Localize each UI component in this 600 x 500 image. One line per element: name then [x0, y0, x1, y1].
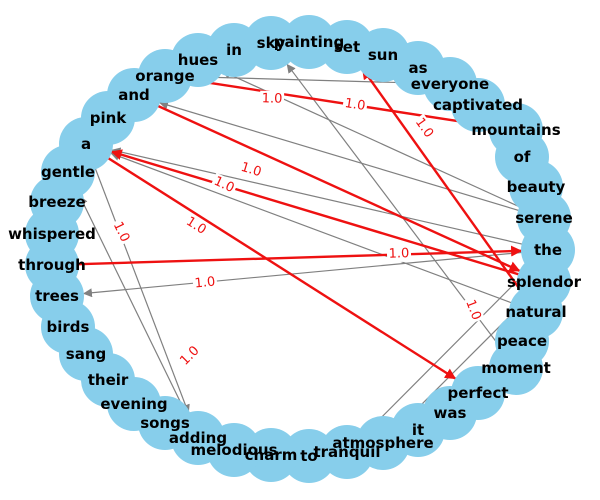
node-label-breeze: breeze: [28, 193, 85, 211]
node-label-set: set: [334, 38, 360, 56]
node-label-and: and: [118, 86, 150, 104]
edge-weight-label: 1.0: [461, 295, 485, 325]
node-labels: thesplendornaturalpeacemomentperfectwasi…: [8, 33, 582, 465]
edge-weight-text: 1.0: [194, 275, 216, 292]
edge-splendor-to-a: [110, 149, 539, 282]
edge-through-to-the: [57, 245, 523, 267]
node-label-pink: pink: [90, 109, 128, 127]
node-label-everyone: everyone: [411, 75, 489, 93]
node-label-charm: charm: [245, 446, 298, 464]
edge-weight-text: 1.0: [261, 91, 282, 107]
edge-weight-text: 1.0: [344, 96, 367, 114]
node-label-to: to: [300, 447, 317, 465]
edge-weight-label: 1.0: [108, 217, 134, 247]
edge-weight-label: 1.0: [341, 95, 369, 115]
node-label-orange: orange: [135, 67, 194, 85]
node-label-it: it: [412, 421, 424, 439]
node-label-atmosphere: atmosphere: [332, 434, 433, 452]
edge-weight-label: 1.0: [386, 245, 412, 263]
node-label-sky: sky: [257, 34, 286, 52]
node-label-through: through: [18, 256, 86, 274]
edge-the-to-a: [111, 147, 543, 250]
node-label-perfect: perfect: [447, 384, 508, 402]
node-label-songs: songs: [140, 414, 190, 432]
node-label-birds: birds: [47, 318, 90, 336]
node-label-natural: natural: [505, 303, 566, 321]
edge-weight-text: 1.0: [412, 115, 436, 141]
node-label-as: as: [408, 59, 427, 77]
node-label-moment: moment: [481, 359, 551, 377]
edge-serene-to-and: [158, 100, 539, 217]
edge-weight-label-bg: [237, 158, 265, 182]
edge-weight-label-bg: [209, 172, 239, 198]
edge-weight-label-bg: [175, 341, 205, 371]
node-label-captivated: captivated: [433, 96, 523, 114]
edge-orange-to-mountains: [170, 75, 491, 130]
node-label-tranquil: tranquil: [313, 443, 380, 461]
node-label-mountains: mountains: [471, 121, 560, 139]
edge-weight-text: 1.0: [177, 343, 202, 368]
node-label-evening: evening: [100, 395, 167, 413]
node-label-was: was: [434, 404, 467, 422]
node-label-hues: hues: [178, 51, 219, 69]
edge-weight-text: 1.0: [388, 246, 409, 262]
node-label-their: their: [88, 371, 129, 389]
edge-weight-label: 1.0: [175, 341, 205, 371]
edge-natural-to-set: [361, 68, 534, 308]
node-label-of: of: [514, 148, 531, 166]
node-label-painting: painting: [274, 33, 344, 51]
edge-weight-text: 1.0: [462, 298, 483, 323]
edge-weight-label: 1.0: [259, 90, 285, 108]
node-label-sang: sang: [66, 345, 106, 363]
node-label-a: a: [81, 135, 91, 153]
node-serene: [517, 191, 571, 245]
node-label-peace: peace: [497, 332, 547, 350]
nodes-layer: thesplendornaturalpeacemomentperfectwasi…: [8, 15, 582, 483]
edge-weight-label-bg: [461, 295, 485, 325]
edge-weight-label-bg: [108, 217, 134, 247]
node-label-melodious: melodious: [190, 441, 277, 459]
node-moment: [489, 341, 543, 395]
edge-weight-label-bg: [386, 245, 412, 263]
node-captivated: [451, 78, 505, 132]
node-label-trees: trees: [35, 287, 79, 305]
edge-weight-label-bg: [181, 212, 211, 240]
node-label-adding: adding: [169, 429, 227, 447]
edge-weight-label: 1.0: [192, 273, 218, 293]
edge-weight-label: 1.0: [181, 212, 211, 240]
edge-weight-label: 1.0: [209, 172, 239, 198]
node-circles: [25, 15, 575, 483]
node-sky: [244, 16, 298, 70]
node-label-the: the: [534, 241, 562, 259]
edge-weight-label-bg: [410, 113, 438, 143]
node-label-sun: sun: [368, 46, 398, 64]
edge-weight-text: 1.0: [239, 160, 263, 180]
edge-adding-to-gentle: [79, 195, 196, 433]
edge-weight-label-bg: [341, 95, 369, 115]
node-label-splendor: splendor: [507, 273, 582, 291]
edge-a-to-perfect: [90, 146, 457, 380]
node-label-gentle: gentle: [41, 163, 95, 181]
node-label-whispered: whispered: [8, 225, 96, 243]
node-label-in: in: [226, 41, 242, 59]
node-to: [282, 429, 336, 483]
edge-weight-label: 1.0: [237, 158, 265, 182]
node-label-beauty: beauty: [507, 178, 566, 196]
edge-weight-label-bg: [259, 90, 285, 108]
edge-labels-layer: 1.01.01.01.01.01.01.01.01.01.01.0: [108, 90, 485, 371]
node-label-serene: serene: [515, 209, 573, 227]
edge-natural-to-a: [110, 152, 531, 311]
edge-a-to-adding: [87, 149, 190, 414]
edge-weight-label-bg: [192, 273, 218, 293]
edge-and-to-splendor: [138, 96, 521, 272]
